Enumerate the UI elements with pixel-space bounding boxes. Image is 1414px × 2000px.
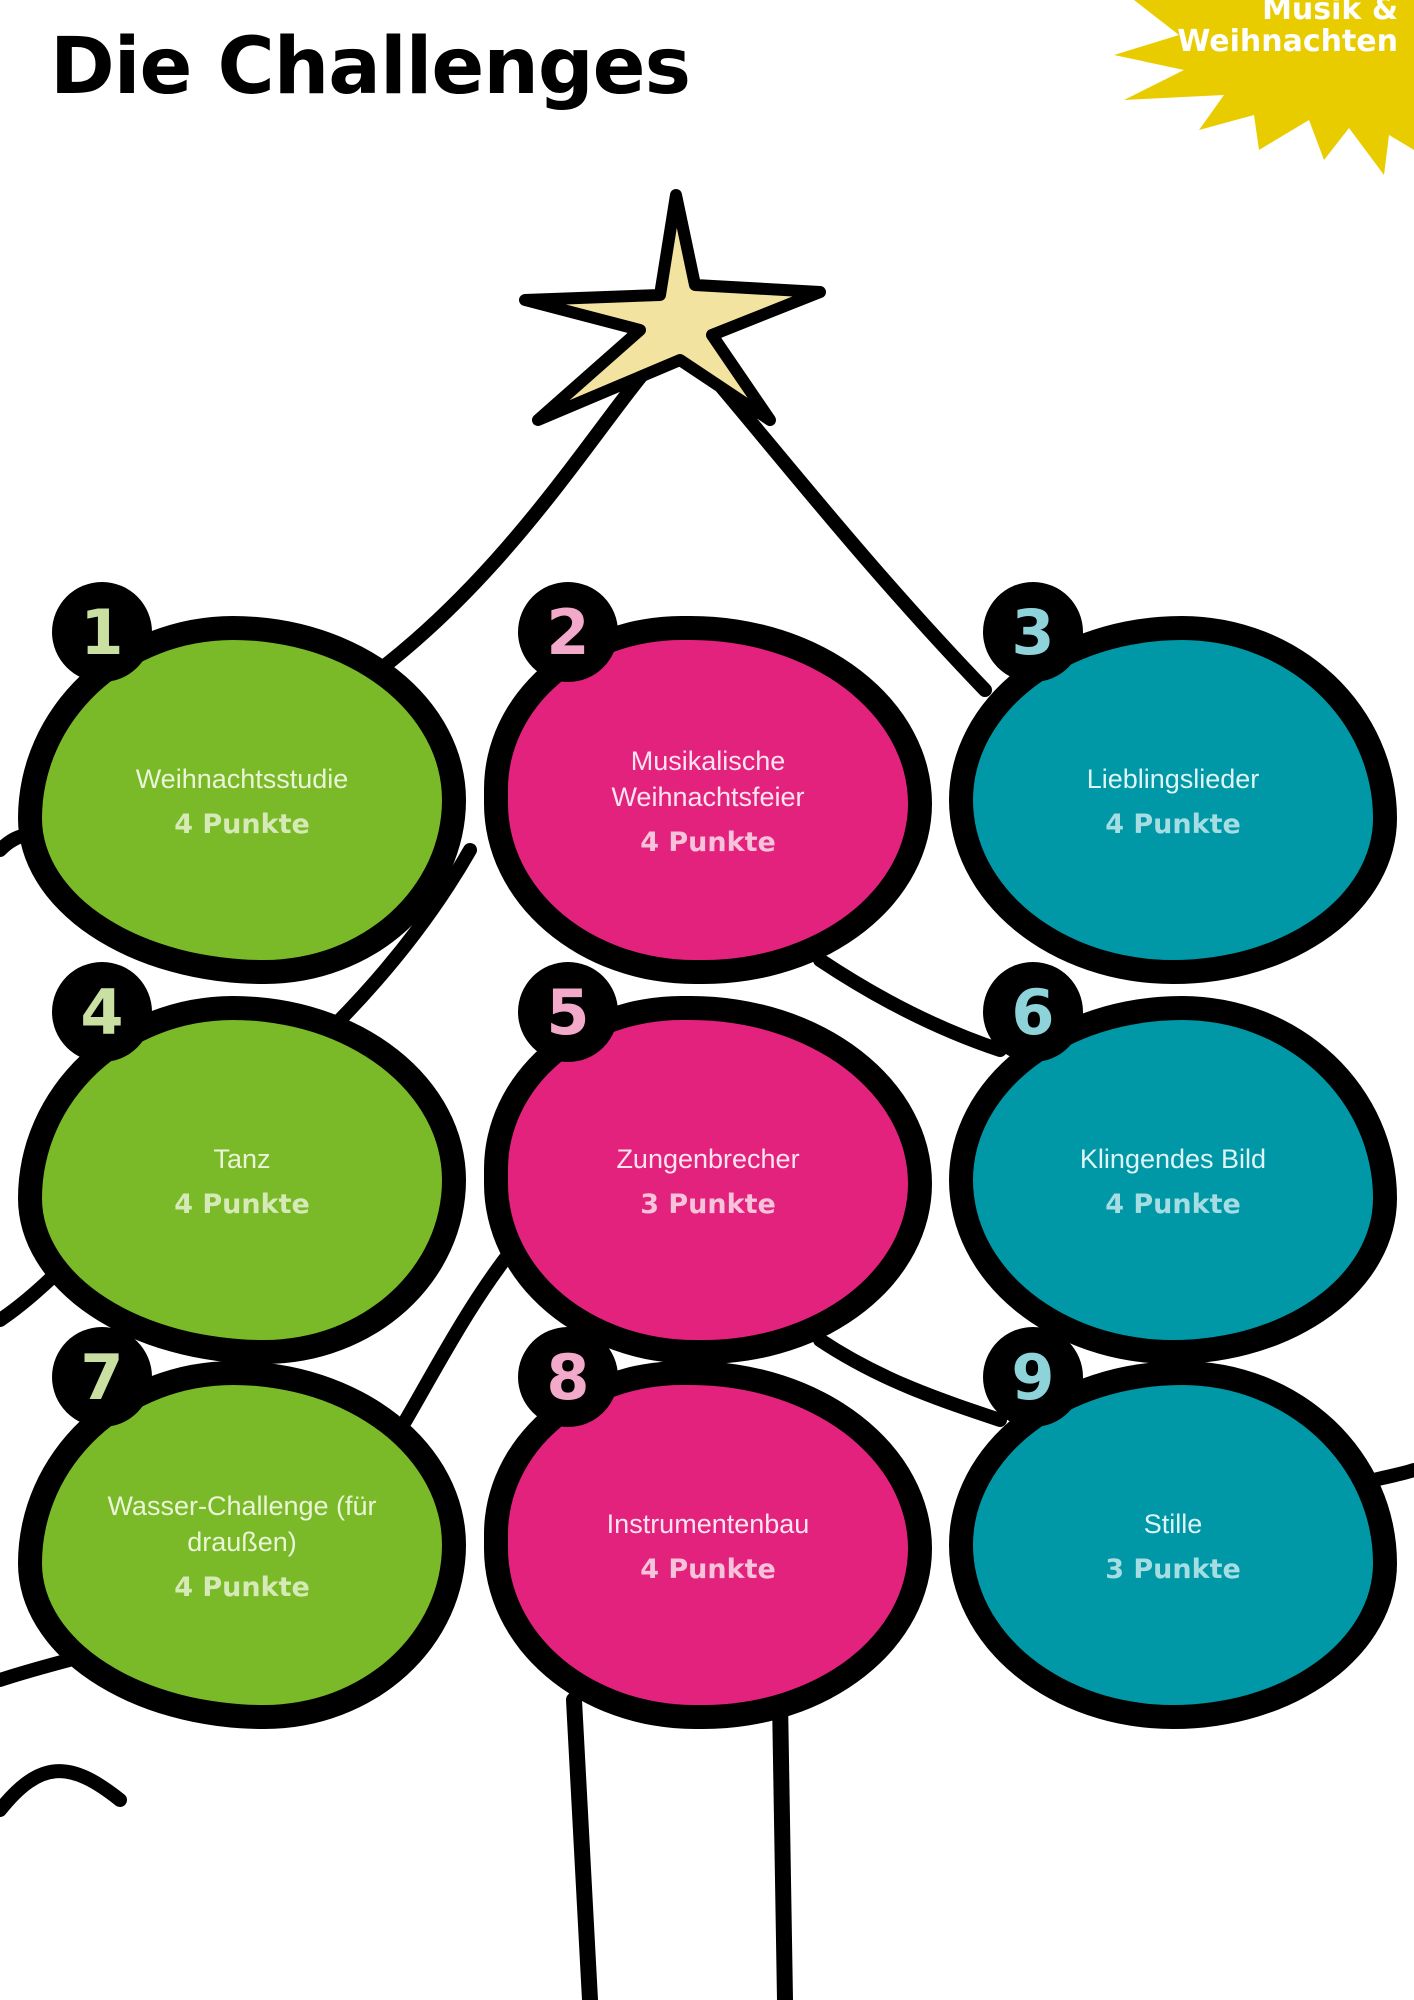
starburst-icon [1114, 0, 1414, 175]
challenge-name: Stille [1143, 1508, 1203, 1539]
challenge-number-badge: 2 [518, 582, 618, 682]
challenge-number-badge: 5 [518, 962, 618, 1062]
challenge-name: Instrumentenbau [606, 1508, 810, 1539]
challenge-points: 3 Punkte [1105, 1553, 1241, 1585]
challenge-number-badge: 6 [983, 962, 1083, 1062]
badge-line-2: Weihnachten [1177, 24, 1398, 59]
challenge-number-badge: 7 [52, 1327, 152, 1427]
challenge-name: Lieblingslieder [1086, 763, 1260, 794]
challenge-points: 4 Punkte [1105, 808, 1241, 840]
challenge-name: Tanz [213, 1143, 271, 1174]
challenge-name: Zungenbrecher [616, 1143, 800, 1174]
tree-branch-right-mid [813, 953, 1007, 1057]
challenge-number-badge: 4 [52, 962, 152, 1062]
challenge-points: 4 Punkte [1105, 1188, 1241, 1220]
challenge-name: Wasser-Challenge (für draußen) [107, 1490, 377, 1557]
tree-branch-right-low [813, 1333, 1007, 1427]
challenge-points: 4 Punkte [174, 808, 310, 840]
trunk-left [566, 1692, 598, 2000]
challenge-number-badge: 1 [52, 582, 152, 682]
challenge-points: 4 Punkte [640, 1553, 776, 1585]
page-title: Die Challenges [50, 22, 691, 112]
badge-line-1: Musik & [1262, 0, 1398, 27]
tree-branch-left-mid [323, 843, 477, 1037]
challenge-points: 4 Punkte [174, 1188, 310, 1220]
challenge-points: 3 Punkte [640, 1188, 776, 1220]
challenge-number-badge: 8 [518, 1327, 618, 1427]
trunk-right [772, 1692, 793, 2000]
topic-badge: Musik & Weihnachten [1094, 0, 1414, 180]
challenge-points: 4 Punkte [640, 826, 776, 858]
tree-branch-left-low [393, 1233, 527, 1437]
challenge-number-badge: 9 [983, 1327, 1083, 1427]
challenge-points: 4 Punkte [174, 1571, 310, 1603]
challenge-name: Musikalische Weihnachtsfeier [611, 745, 805, 812]
challenge-number-badge: 3 [983, 582, 1083, 682]
star-icon [519, 189, 826, 426]
challenge-name: Weihnachtsstudie [135, 763, 349, 794]
tree-edge-left-4 [0, 1764, 127, 1817]
challenge-name: Klingendes Bild [1079, 1143, 1267, 1174]
